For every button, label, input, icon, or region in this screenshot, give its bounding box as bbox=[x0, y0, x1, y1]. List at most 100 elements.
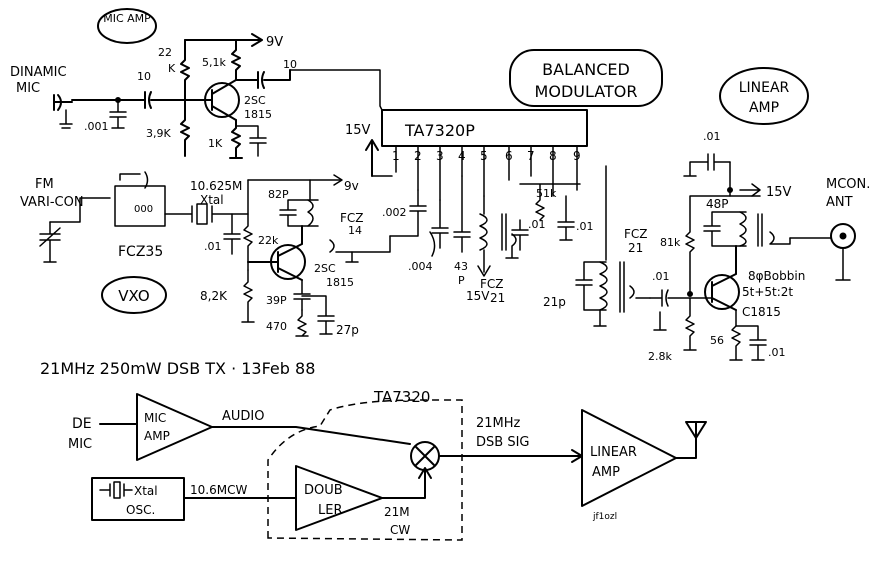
vxo-cap-27p bbox=[301, 295, 335, 335]
fcz21-a-supply-arrow bbox=[477, 249, 491, 277]
fm-varicon-label-1: FM bbox=[35, 177, 54, 192]
fcz21-b-coil bbox=[599, 261, 608, 311]
block-osc-label: OSC. bbox=[126, 503, 155, 517]
credit-label: jf1ozl bbox=[592, 512, 617, 522]
block-diagram: DE MIC MIC AMP AUDIO TA7320 21MHz DSB SI… bbox=[68, 388, 707, 541]
vxo-cap-39p bbox=[293, 279, 311, 311]
resistor-22k-label-1: 22 bbox=[158, 46, 172, 59]
fcz14-label-2: 14 bbox=[348, 224, 362, 237]
mic-amp-section: MIC AMP DINAMIC MIC .001 10 22 K 3,9K 9V… bbox=[10, 8, 297, 159]
fcz21-b-tank-cap bbox=[575, 261, 607, 311]
lin-output-link bbox=[769, 231, 791, 245]
transistor-3-label: C1815 bbox=[742, 305, 781, 319]
dynamic-mic-label-2: MIC bbox=[16, 81, 40, 96]
vxo-82p-label: 82P bbox=[268, 188, 289, 201]
lin-tank-coil bbox=[739, 211, 747, 247]
ic-cap-b-label: .01 bbox=[576, 220, 594, 233]
cap-43p-label-1: 43 bbox=[454, 260, 468, 273]
transistor-3-body bbox=[704, 274, 740, 310]
block-doubler-out-label-2: CW bbox=[390, 523, 410, 537]
lin-cap-01-label: .01 bbox=[652, 270, 670, 283]
ic-balance-resistor bbox=[519, 183, 581, 221]
block-doubler-label-1: DOUB bbox=[304, 483, 343, 498]
fcz21-a-label-1: FCZ bbox=[480, 277, 504, 291]
vxo-cap-27p-label: 27p bbox=[336, 323, 359, 337]
lin-resistor-81k-label: 81k bbox=[660, 236, 681, 249]
resistor-39k-label: 3,9K bbox=[146, 127, 171, 140]
fcz21-b-link bbox=[629, 285, 651, 299]
rail-9v-arrow bbox=[251, 33, 263, 47]
vxo-resistor-82k bbox=[241, 269, 255, 323]
transistor-1-leads bbox=[184, 79, 237, 121]
lin-supply-wire bbox=[729, 161, 761, 197]
balanced-modulator-section: BALANCED MODULATOR TA7320P 15V 1 2 3 4 5… bbox=[289, 49, 663, 251]
mic-cap-001 bbox=[109, 99, 127, 129]
vxo-resistor-22k-label: 22k bbox=[258, 234, 279, 247]
lin-tank-cap bbox=[703, 211, 747, 247]
balanced-modulator-bubble bbox=[509, 49, 663, 107]
fcz35-winding: 000 bbox=[134, 204, 153, 215]
lin-input-ground bbox=[653, 311, 667, 331]
linear-amp-bubble-line1: LINEAR bbox=[739, 80, 790, 96]
xtal-label-1: 10.625M bbox=[190, 179, 242, 193]
resistor-51k bbox=[231, 39, 241, 81]
xtal-label-2: Xtal bbox=[200, 193, 224, 207]
lin-cap-top-label: .01 bbox=[703, 130, 721, 143]
fm-varicon-label-2: VARI-CON bbox=[20, 195, 84, 210]
vxo-resistor-470 bbox=[295, 309, 309, 337]
fcz21-a-core bbox=[501, 213, 507, 251]
block-mic-amp-label-2: AMP bbox=[144, 429, 170, 443]
mic-symbol bbox=[53, 94, 73, 111]
xtal-symbol bbox=[164, 203, 249, 225]
fcz21-b-ground bbox=[593, 309, 607, 327]
block-xtal-label: Xtal bbox=[134, 484, 158, 498]
mic-ground bbox=[59, 109, 73, 129]
lin-tank-core bbox=[757, 213, 763, 247]
fcz14-label-1: FCZ bbox=[340, 211, 364, 225]
block-doubler bbox=[295, 465, 383, 531]
block-linear-amp-label-1: LINEAR bbox=[590, 445, 637, 460]
lin-resistor-28k bbox=[683, 297, 697, 351]
filter-section: FCZ 14 .004 43 P 15V FCZ 21 21p FCZ 21 bbox=[329, 165, 651, 327]
mic-cap-001-label: .001 bbox=[84, 120, 109, 133]
lin-48p-label: 48P bbox=[706, 197, 729, 211]
ic-balance-resistor-label: 51k bbox=[536, 187, 557, 200]
varicon-wire bbox=[49, 197, 111, 223]
fcz14-link bbox=[329, 239, 359, 263]
audio-link-wire bbox=[289, 69, 383, 111]
lin-supply-arrow bbox=[739, 183, 761, 197]
mic-symbol-curve bbox=[57, 94, 62, 111]
lin-resistor-28k-label: 2.8k bbox=[648, 350, 672, 363]
block-dsb-label-2: DSB SIG bbox=[476, 435, 529, 450]
vxo-cap-39p-label: 39P bbox=[266, 294, 287, 307]
block-mic-symbol: DE bbox=[72, 416, 92, 432]
mcon-label-1: MCON. bbox=[826, 177, 870, 192]
block-mixer-x bbox=[415, 446, 435, 466]
transistor-2-label-2: 1815 bbox=[326, 276, 354, 289]
ic-supply-label: 15V bbox=[345, 123, 371, 138]
transistor-3-leads bbox=[711, 245, 737, 311]
vxo-resistor-82k-label: 8,2K bbox=[200, 289, 228, 303]
cap-43p-label-2: P bbox=[458, 274, 465, 287]
fcz21-a-secondary bbox=[505, 233, 519, 259]
block-cw-label: 10.6MCW bbox=[190, 483, 247, 497]
block-mic-amp bbox=[136, 393, 213, 461]
varicon-symbol bbox=[39, 221, 61, 263]
mcon-label-2: ANT bbox=[826, 195, 853, 210]
resistor-22k-label-2: K bbox=[168, 62, 176, 75]
balanced-modulator-line2: MODULATOR bbox=[535, 82, 638, 101]
block-linear-amp-label-2: AMP bbox=[592, 465, 620, 480]
resistor-51k-label: 5,1k bbox=[202, 56, 226, 69]
mic-series-cap bbox=[144, 91, 186, 109]
transistor-2-label-1: 2SC bbox=[314, 262, 336, 275]
block-dsb-label-1: 21MHz bbox=[476, 416, 521, 431]
bobbin-label-2: 5t+5t:2t bbox=[742, 285, 793, 299]
vxo-cap-01 bbox=[223, 213, 241, 255]
linear-amp-section: LINEAR AMP .01 15V 81k 48P MCON. ANT 8φB… bbox=[648, 67, 870, 363]
antenna-connector-pin bbox=[839, 232, 847, 240]
fcz21-a-coil bbox=[479, 213, 488, 251]
cap-004-label: .004 bbox=[408, 260, 433, 273]
block-ta7320-label: TA7320 bbox=[373, 388, 430, 406]
fcz21-b-label-1: FCZ bbox=[624, 227, 648, 241]
ic-pins: 1 2 3 4 5 6 7 8 9 bbox=[392, 145, 581, 201]
